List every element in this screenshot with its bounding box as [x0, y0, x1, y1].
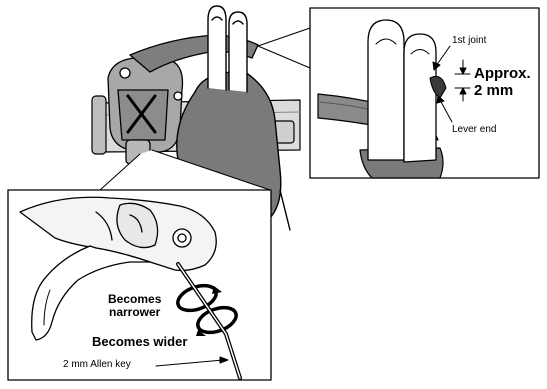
allen-key-label: 2 mm Allen key: [63, 359, 131, 370]
brake-body-detail: [19, 196, 217, 272]
inset-middle-finger: [403, 33, 437, 163]
inset-lever-blade: [31, 245, 151, 341]
rotation-arrowhead: [196, 286, 222, 336]
pointer-arrow-icon: [155, 356, 229, 367]
approx-line-1: Approx.: [474, 65, 531, 82]
approx-line-2: 2 mm: [474, 82, 514, 99]
approx-distance-label: Approx. 2 mm: [474, 65, 531, 99]
dimension-marker: [454, 59, 471, 102]
inset-index-finger: [367, 19, 405, 161]
becomes-wider-label: Becomes wider: [92, 334, 188, 349]
narrower-line-2: narrower: [109, 305, 161, 319]
finger-reach-inset: [257, 7, 540, 179]
narrower-line-1: Becomes: [108, 292, 162, 306]
lever-end-label: Lever end: [452, 124, 497, 135]
brake-body: [107, 57, 184, 165]
becomes-narrower-label: Becomes narrower: [108, 293, 161, 319]
first-joint-label: 1st joint: [452, 35, 487, 46]
reach-adjust-inset: [7, 149, 272, 381]
pointer-arrow-icon: [432, 45, 453, 123]
